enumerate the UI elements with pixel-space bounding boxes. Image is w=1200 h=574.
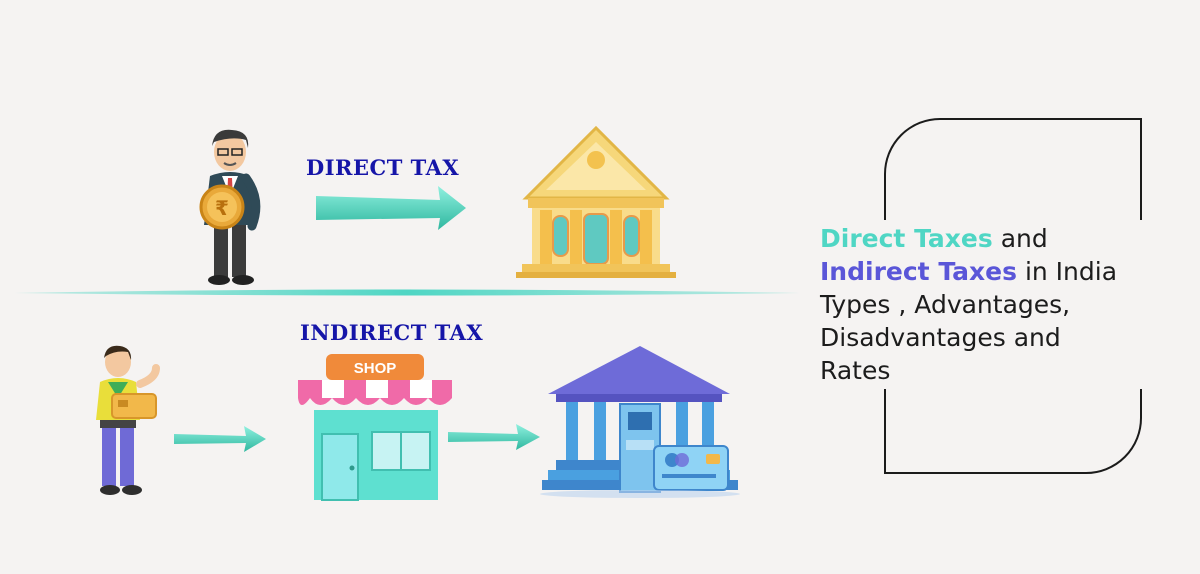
headline-line-5: Rates [820, 356, 891, 385]
shop-sign-text: SHOP [354, 360, 397, 377]
headline-line-3: Types , Advantages, [820, 290, 1071, 319]
headline-line-2: Indirect Taxes in India [820, 255, 1190, 288]
shop-to-bank-arrow-icon [448, 424, 540, 450]
direct-tax-label: DIRECT TAX [306, 155, 460, 180]
headline-indirect-taxes: Indirect Taxes [820, 257, 1017, 286]
divider-line [14, 289, 800, 296]
headline-direct-taxes: Direct Taxes [820, 224, 993, 253]
coin-rupee-icon: ₹ [215, 196, 229, 220]
direct-tax-arrow-icon [316, 186, 466, 230]
headline: Direct Taxes and Indirect Taxes in India… [820, 220, 1190, 389]
customer-to-shop-arrow-icon [174, 426, 266, 452]
indirect-tax-label: INDIRECT TAX [300, 320, 484, 345]
shop-icon [298, 354, 452, 501]
headline-line-4: Disadvantages and [820, 323, 1061, 352]
customer-icon [96, 345, 160, 495]
government-building-icon [516, 125, 676, 278]
headline-and: and [992, 224, 1048, 253]
businessman-icon [199, 129, 261, 285]
bank-atm-icon [540, 346, 740, 498]
headline-in-india: in India [1017, 257, 1118, 286]
headline-line-1: Direct Taxes and [820, 222, 1190, 255]
